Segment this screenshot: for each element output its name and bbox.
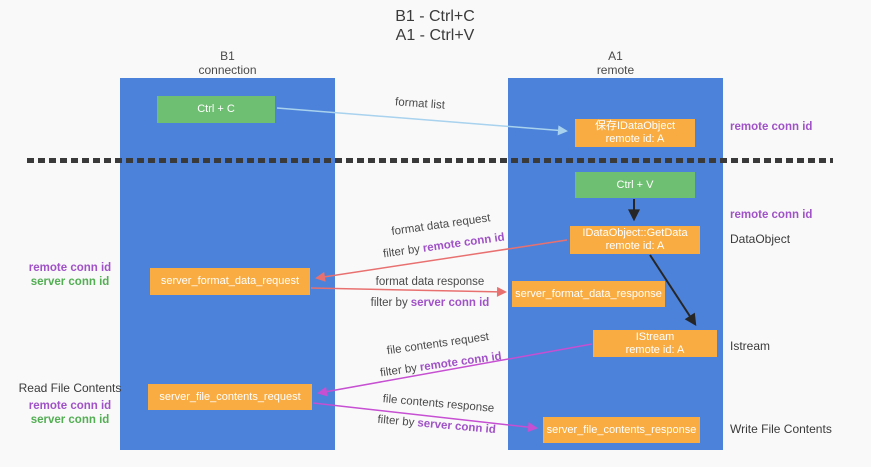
node-istream-line2: remote id: A bbox=[625, 343, 685, 356]
node-file-response: server_file_contents_response bbox=[543, 417, 700, 443]
node-ctrl-c-label: Ctrl + C bbox=[197, 103, 235, 115]
left-label-group-format: remote conn id server conn id bbox=[8, 261, 132, 289]
filter-value-server-conn-id: server conn id bbox=[416, 417, 497, 437]
filter-prefix: filter by bbox=[376, 413, 415, 429]
filter-prefix: filter by bbox=[379, 362, 418, 380]
title-line-2: A1 - Ctrl+V bbox=[395, 27, 475, 44]
filter-value-server-conn-id: server conn id bbox=[410, 297, 490, 309]
left-label-remote-conn-id: remote conn id bbox=[28, 262, 112, 274]
filter-prefix: filter by bbox=[370, 297, 408, 309]
left-column-subtitle: connection bbox=[198, 63, 257, 77]
title-line-1: B1 - Ctrl+C bbox=[395, 8, 475, 25]
right-label-remote-conn-id-mid: remote conn id bbox=[730, 209, 813, 221]
left-label-server-conn-id: server conn id bbox=[30, 414, 110, 426]
left-column-header: B1 connection bbox=[120, 49, 335, 77]
node-format-request: server_format_data_request bbox=[150, 268, 310, 295]
node-save-dataobject-line1: 保存IDataObject bbox=[594, 120, 676, 132]
node-file-response-label: server_file_contents_response bbox=[546, 423, 697, 436]
node-save-dataobject-line2: remote id: A bbox=[605, 133, 665, 145]
node-file-request-label: server_file_contents_request bbox=[159, 390, 301, 403]
right-label-dataobject: DataObject bbox=[730, 232, 791, 246]
left-label-group-file: Read File Contents remote conn id server… bbox=[8, 381, 132, 427]
filter-prefix: filter by bbox=[382, 243, 421, 261]
label-file-contents-request: file contents request filter byremote co… bbox=[370, 325, 510, 385]
node-ctrl-v: Ctrl + V bbox=[575, 172, 695, 198]
left-label-remote-conn-id: remote conn id bbox=[28, 400, 112, 412]
node-ctrl-c: Ctrl + C bbox=[157, 96, 275, 123]
node-istream-line1: IStream bbox=[635, 330, 675, 343]
node-save-dataobject: 保存IDataObject remote id: A bbox=[575, 119, 695, 147]
left-label-read-file-contents: Read File Contents bbox=[18, 381, 122, 395]
label-format-data-response-text: format data response bbox=[375, 276, 485, 288]
node-file-request: server_file_contents_request bbox=[148, 384, 312, 410]
left-column-name: B1 bbox=[220, 49, 235, 63]
node-format-response-label: server_format_data_response bbox=[515, 287, 662, 300]
node-getdata-line1: IDataObject::GetData bbox=[582, 227, 688, 239]
right-label-write-file-contents: Write File Contents bbox=[730, 422, 832, 436]
node-ctrl-v-label: Ctrl + V bbox=[616, 178, 654, 191]
right-column-name: A1 bbox=[608, 49, 623, 63]
left-label-server-conn-id: server conn id bbox=[30, 276, 110, 288]
node-getdata: IDataObject::GetData remote id: A bbox=[570, 226, 700, 254]
right-label-remote-conn-id-top: remote conn id bbox=[730, 121, 813, 133]
right-column-subtitle: remote bbox=[596, 63, 635, 77]
node-format-response: server_format_data_response bbox=[512, 281, 665, 307]
dashed-separator-line bbox=[27, 158, 833, 163]
label-format-list: format list bbox=[394, 96, 446, 112]
label-format-data-request: format data request filter byremote conn… bbox=[373, 206, 513, 266]
node-istream: IStream remote id: A bbox=[593, 330, 717, 357]
right-column-header: A1 remote bbox=[508, 49, 723, 77]
diagram-title: B1 - Ctrl+C A1 - Ctrl+V bbox=[320, 7, 550, 45]
node-getdata-line2: remote id: A bbox=[605, 240, 665, 252]
node-format-request-label: server_format_data_request bbox=[160, 275, 300, 287]
right-label-istream: Istream bbox=[730, 339, 771, 353]
